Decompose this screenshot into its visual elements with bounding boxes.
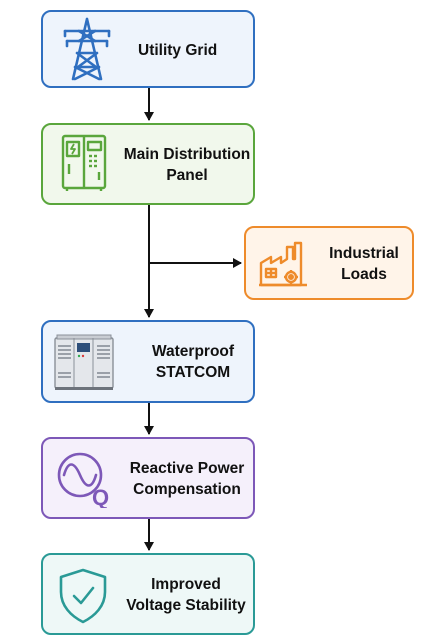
industrial-loads-node: Industrial Loads xyxy=(244,226,414,300)
improved-voltage-stability-label: Improved Voltage Stability xyxy=(126,576,246,614)
utility-grid-node: Utility Grid xyxy=(41,10,255,88)
transmission-tower-icon xyxy=(63,17,111,86)
svg-text:Q: Q xyxy=(92,485,109,508)
statcom-cabinet-icon xyxy=(53,332,115,397)
reactive-power-compensation-label: Reactive Power Compensation xyxy=(129,460,245,498)
statcom-node: Waterproof STATCOM xyxy=(41,320,255,403)
industrial-loads-label: Industrial Loads xyxy=(329,245,399,283)
factory-icon xyxy=(259,239,309,294)
reactive-power-compensation-node: Q Reactive Power Compensation xyxy=(41,437,255,519)
utility-grid-label: Utility Grid xyxy=(138,42,218,59)
shield-check-icon xyxy=(57,568,109,629)
statcom-label: Waterproof STATCOM xyxy=(151,343,235,381)
electrical-panel-icon xyxy=(61,134,107,197)
improved-voltage-stability-node: Improved Voltage Stability xyxy=(41,553,255,635)
main-distribution-panel-label: Main Distribution Panel xyxy=(123,146,251,184)
main-distribution-panel-node: Main Distribution Panel xyxy=(41,123,255,205)
sine-wave-q-icon: Q xyxy=(55,450,115,513)
